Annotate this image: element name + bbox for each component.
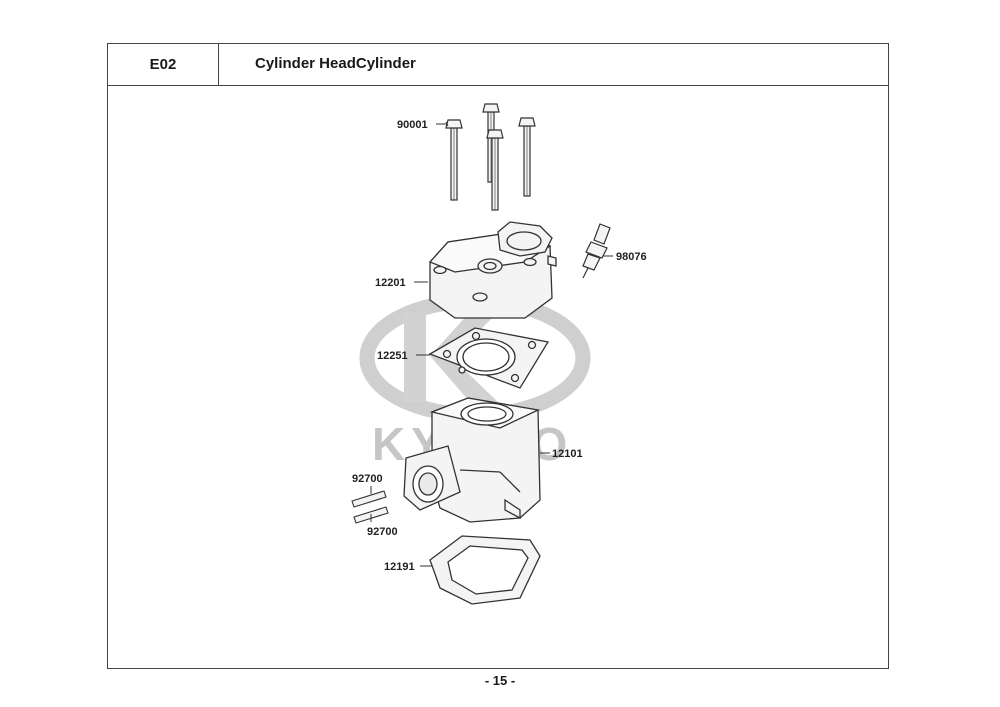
part-label-12201: 12201 [375, 277, 406, 289]
leader-lines [370, 121, 613, 567]
part-label-92700-lower: 92700 [367, 526, 398, 538]
cylinder-head-bolts [445, 103, 536, 211]
page-number: - 15 - [484, 673, 516, 688]
cylinder-head [428, 221, 557, 319]
spark-plug [582, 223, 611, 279]
part-label-98076: 98076 [616, 251, 647, 263]
cylinder [403, 397, 541, 523]
part-label-12191: 12191 [384, 561, 415, 573]
part-label-12251: 12251 [377, 350, 408, 362]
part-label-12101: 12101 [552, 448, 583, 460]
base-gasket [429, 535, 541, 605]
bolt [486, 129, 504, 211]
bolt [518, 117, 536, 197]
stud-upper-shape [351, 490, 387, 508]
header-divider [107, 85, 889, 86]
part-label-90001: 90001 [397, 119, 428, 131]
diagram-frame [107, 43, 889, 669]
page-title: Cylinder HeadCylinder [255, 55, 416, 72]
head-gasket [428, 327, 550, 389]
part-label-92700-upper: 92700 [352, 473, 383, 485]
studs [351, 490, 389, 524]
bolt [445, 119, 463, 201]
